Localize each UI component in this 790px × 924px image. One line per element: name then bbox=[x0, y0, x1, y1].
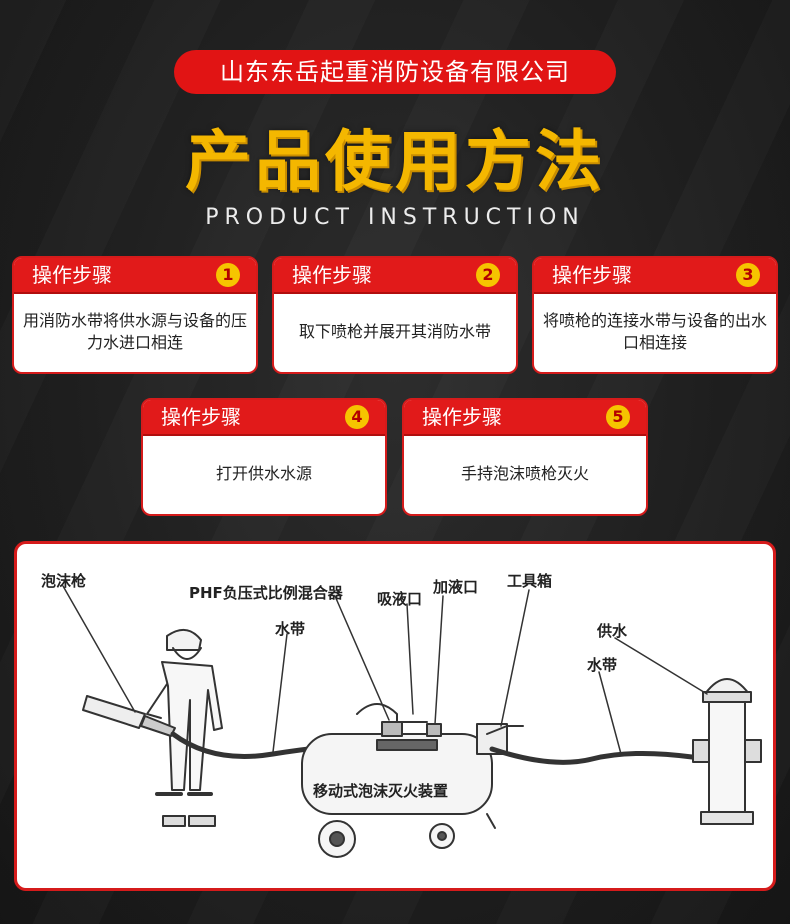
leader-lines bbox=[62, 585, 708, 755]
page-subtitle: PRODUCT INSTRUCTION bbox=[205, 205, 585, 230]
label-suction-port: 吸液口 bbox=[377, 590, 423, 608]
step-number-badge: 1 bbox=[216, 263, 240, 287]
usage-diagram: 泡沫枪 PHF负压式比例混合器 吸液口 加液口 工具箱 水带 供水 水带 移动式… bbox=[14, 541, 776, 891]
step-label: 操作步骤 bbox=[422, 405, 502, 429]
step-card-3: 操作步骤 3 将喷枪的连接水带与设备的出水口相连接 bbox=[532, 256, 778, 374]
step-label: 操作步骤 bbox=[552, 263, 632, 287]
step-text: 将喷枪的连接水带与设备的出水口相连接 bbox=[542, 311, 767, 352]
step-label: 操作步骤 bbox=[292, 263, 372, 287]
step-header: 操作步骤 5 bbox=[404, 400, 646, 436]
step-text: 用消防水带将供水源与设备的压力水进口相连 bbox=[22, 311, 247, 352]
fire-hydrant-figure bbox=[692, 678, 762, 825]
label-hose-right: 水带 bbox=[587, 656, 618, 674]
label-fill-port: 加液口 bbox=[433, 578, 479, 596]
label-water-supply: 供水 bbox=[597, 622, 628, 640]
label-foam-gun: 泡沫枪 bbox=[41, 572, 87, 590]
step-text: 打开供水水源 bbox=[215, 464, 312, 483]
step-text: 取下喷枪并展开其消防水带 bbox=[298, 322, 491, 341]
step-number-badge: 5 bbox=[606, 405, 630, 429]
step-number-badge: 3 bbox=[736, 263, 760, 287]
step-text: 手持泡沫喷枪灭火 bbox=[460, 464, 589, 483]
company-banner: 山东东岳起重消防设备有限公司 bbox=[174, 50, 616, 94]
equipment-illustration bbox=[62, 585, 762, 858]
label-mixer: PHF负压式比例混合器 bbox=[189, 584, 343, 602]
step-card-2: 操作步骤 2 取下喷枪并展开其消防水带 bbox=[272, 256, 518, 374]
step-card-1: 操作步骤 1 用消防水带将供水源与设备的压力水进口相连 bbox=[12, 256, 258, 374]
step-card-5: 操作步骤 5 手持泡沫喷枪灭火 bbox=[402, 398, 648, 516]
foam-tank bbox=[301, 703, 524, 858]
step-label: 操作步骤 bbox=[161, 405, 241, 429]
step-number-badge: 2 bbox=[476, 263, 500, 287]
firefighter-figure bbox=[146, 629, 223, 827]
label-device-name: 移动式泡沫灭火装置 bbox=[313, 782, 449, 800]
step-label: 操作步骤 bbox=[32, 263, 112, 287]
hose-right-line bbox=[489, 746, 695, 765]
page-title: 产品使用方法 bbox=[185, 123, 605, 200]
foam-nozzle bbox=[82, 695, 176, 737]
step-header: 操作步骤 1 bbox=[14, 258, 256, 294]
step-header: 操作步骤 4 bbox=[143, 400, 385, 436]
label-toolbox: 工具箱 bbox=[507, 572, 553, 590]
step-card-4: 操作步骤 4 打开供水水源 bbox=[141, 398, 387, 516]
step-header: 操作步骤 2 bbox=[274, 258, 516, 294]
step-header: 操作步骤 3 bbox=[534, 258, 776, 294]
step-number-badge: 4 bbox=[345, 405, 369, 429]
label-hose-left: 水带 bbox=[275, 620, 306, 638]
